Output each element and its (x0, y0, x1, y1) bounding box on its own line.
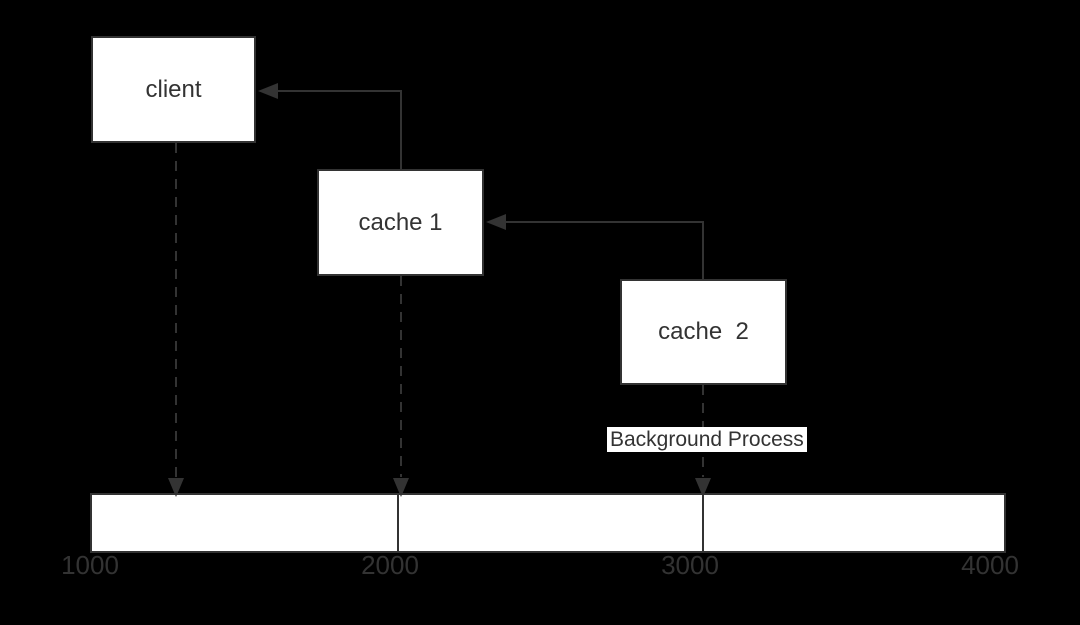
arrow-cache2-to-cache1 (506, 221, 704, 279)
arrowhead-left-cache1 (486, 214, 506, 230)
timeline-divider-3000 (702, 495, 704, 551)
background-process-label: Background Process (607, 427, 807, 452)
timeline-tick-1000: 1000 (61, 550, 119, 580)
node-client: client (91, 36, 256, 143)
arrowhead-down-cache1 (393, 478, 409, 497)
arrowhead-left-client (258, 83, 278, 99)
node-cache1: cache 1 (317, 169, 484, 276)
arrow-cache1-to-client (278, 90, 402, 169)
node-cache2-label: cache 2 (658, 318, 749, 345)
node-cache2: cache 2 (620, 279, 787, 385)
arrowhead-down-cache2 (695, 478, 711, 497)
timeline-tick-4000: 4000 (961, 550, 1019, 580)
arrowhead-down-client (168, 478, 184, 497)
timeline-divider-2000 (397, 495, 399, 551)
timeline-tick-3000: 3000 (661, 550, 719, 580)
timeline-tick-2000: 2000 (361, 550, 419, 580)
timeline-bar (90, 493, 1006, 553)
node-cache1-label: cache 1 (358, 208, 443, 236)
node-client-label: client (145, 75, 202, 103)
